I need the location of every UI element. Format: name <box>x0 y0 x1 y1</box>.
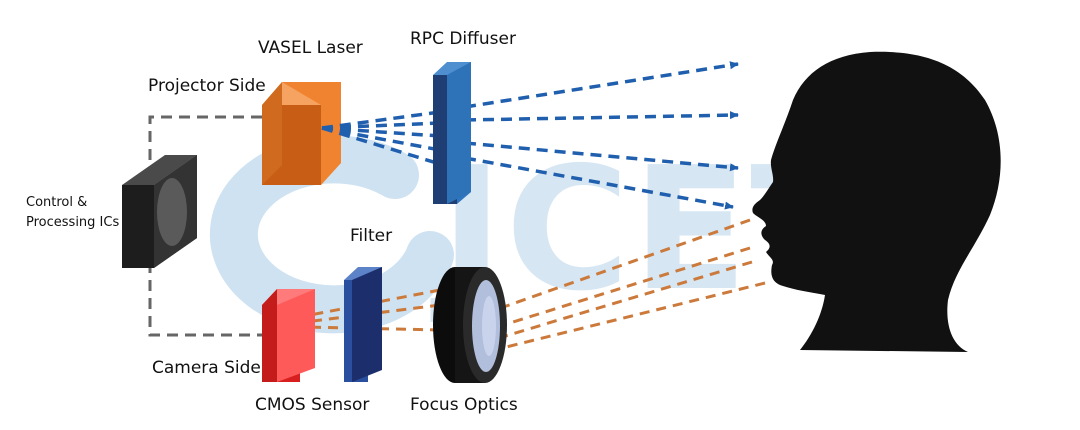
label-control-line2: Processing ICs <box>26 215 119 230</box>
processing-chip-icon <box>122 155 197 268</box>
human-head-silhouette <box>752 51 1001 353</box>
projection-rays <box>321 61 739 210</box>
label-focus-optics: Focus Optics <box>410 395 518 415</box>
label-filter: Filter <box>350 226 392 246</box>
label-rpc-diffuser: RPC Diffuser <box>410 29 516 49</box>
label-vcsel-laser: VASEL Laser <box>258 38 363 58</box>
vcsel-laser-icon <box>262 82 341 185</box>
label-projector-side: Projector Side <box>148 76 266 96</box>
cmos-sensor-icon <box>262 289 315 382</box>
label-camera-side: Camera Side <box>152 358 261 378</box>
filter-plate-icon <box>344 267 382 382</box>
diffuser-plate-icon <box>433 62 471 204</box>
lens-barrel-icon <box>433 267 507 383</box>
label-cmos-sensor: CMOS Sensor <box>255 395 369 415</box>
label-control-line1: Control & <box>26 195 87 210</box>
connector-lines <box>148 115 262 337</box>
